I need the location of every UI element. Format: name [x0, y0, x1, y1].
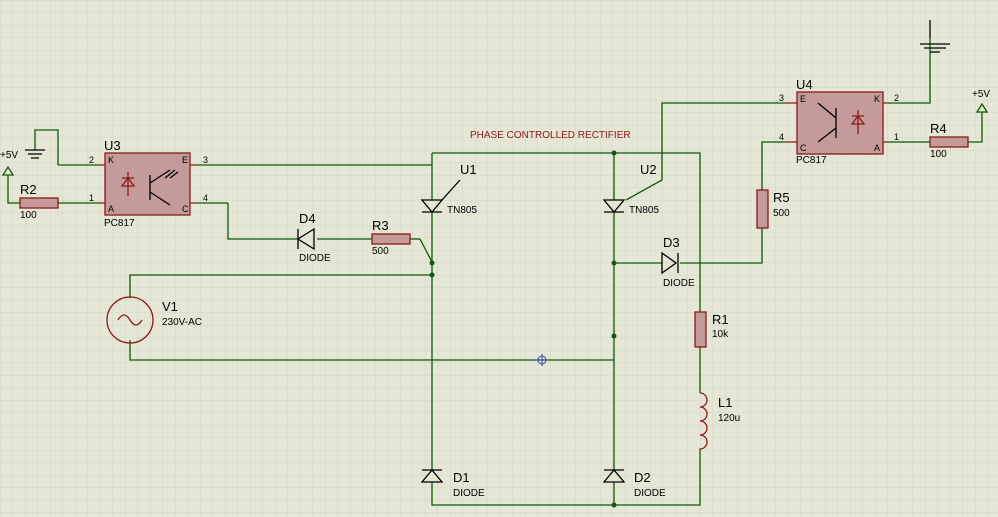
d3-ref: D3 [663, 235, 680, 250]
resistor-r5[interactable]: R5 500 [756, 189, 790, 229]
scr-u1[interactable]: U1 TN805 [420, 162, 477, 216]
resistor-r4[interactable]: R4 100 [929, 121, 969, 160]
v1-value: 230V-AC [162, 317, 202, 328]
junctions [429, 150, 617, 508]
u3-value: PC817 [104, 218, 135, 229]
power-label-left: +5V [0, 150, 18, 161]
l1-ref: L1 [718, 395, 732, 410]
d2-ref: D2 [634, 470, 651, 485]
optocoupler-u3[interactable]: K A E C 2 1 3 4 U3 PC817 [89, 138, 208, 229]
u3-pin-c: C [182, 204, 189, 214]
r1-ref: R1 [712, 312, 729, 327]
u3-pin-1: 1 [89, 193, 94, 203]
r5-value: 500 [773, 208, 790, 219]
power-terminal-left[interactable]: +5V [0, 150, 18, 185]
u1-ref: U1 [460, 162, 477, 177]
v1-ref: V1 [162, 299, 178, 314]
u4-pin-4: 4 [779, 132, 784, 142]
d4-ref: D4 [299, 211, 316, 226]
schematic-title: PHASE CONTROLLED RECTIFIER [470, 130, 631, 141]
u3-pin-a: A [108, 204, 114, 214]
u4-pin-c: C [800, 143, 807, 153]
ground-symbol-left[interactable] [25, 149, 45, 159]
r3-value: 500 [372, 246, 389, 257]
diode-d3[interactable]: D3 DIODE [661, 235, 695, 289]
u3-pin-e: E [182, 155, 188, 165]
resistor-r1[interactable]: R1 10k [694, 311, 729, 348]
u3-pin-2: 2 [89, 155, 94, 165]
scr-u2[interactable]: U2 TN805 [602, 162, 659, 216]
r4-ref: R4 [930, 121, 947, 136]
power-label-right: +5V [972, 89, 990, 100]
optocoupler-u4[interactable]: E C K A 3 4 2 1 U4 PC817 [779, 77, 899, 166]
ground-symbol-right[interactable] [920, 20, 950, 53]
resistor-r2[interactable]: R2 100 [19, 182, 59, 221]
r2-value: 100 [20, 210, 37, 221]
u4-pin-1: 1 [894, 132, 899, 142]
u4-pin-k: K [874, 94, 880, 104]
u3-pin-4: 4 [203, 193, 208, 203]
r1-value: 10k [712, 329, 729, 340]
cursor-marker-icon [536, 354, 548, 366]
ac-source-v1[interactable]: V1 230V-AC [106, 296, 202, 344]
u3-pin-3: 3 [203, 155, 208, 165]
diode-d1[interactable]: D1 DIODE [420, 468, 485, 499]
diode-d2[interactable]: D2 DIODE [602, 468, 666, 499]
l1-value: 120u [718, 413, 740, 424]
u4-value: PC817 [796, 155, 827, 166]
u1-value: TN805 [447, 205, 477, 216]
u2-value: TN805 [629, 205, 659, 216]
r2-ref: R2 [20, 182, 37, 197]
d3-value: DIODE [663, 278, 695, 289]
inductor-l1[interactable]: L1 120u [699, 392, 740, 450]
u3-pin-k: K [108, 155, 114, 165]
r3-ref: R3 [372, 218, 389, 233]
u4-pin-2: 2 [894, 93, 899, 103]
u4-ref: U4 [796, 77, 813, 92]
d1-value: DIODE [453, 488, 485, 499]
power-terminal-right[interactable]: +5V [972, 89, 990, 113]
resistor-r3[interactable]: R3 500 [371, 218, 411, 257]
u3-ref: U3 [104, 138, 121, 153]
r5-ref: R5 [773, 190, 790, 205]
u2-ref: U2 [640, 162, 657, 177]
u4-pin-3: 3 [779, 93, 784, 103]
wires [7, 38, 983, 506]
u4-pin-e: E [800, 94, 806, 104]
u4-pin-a: A [874, 143, 880, 153]
d2-value: DIODE [634, 488, 666, 499]
d4-value: DIODE [299, 253, 331, 264]
d1-ref: D1 [453, 470, 470, 485]
diode-d4[interactable]: D4 DIODE [296, 211, 331, 264]
r4-value: 100 [930, 149, 947, 160]
